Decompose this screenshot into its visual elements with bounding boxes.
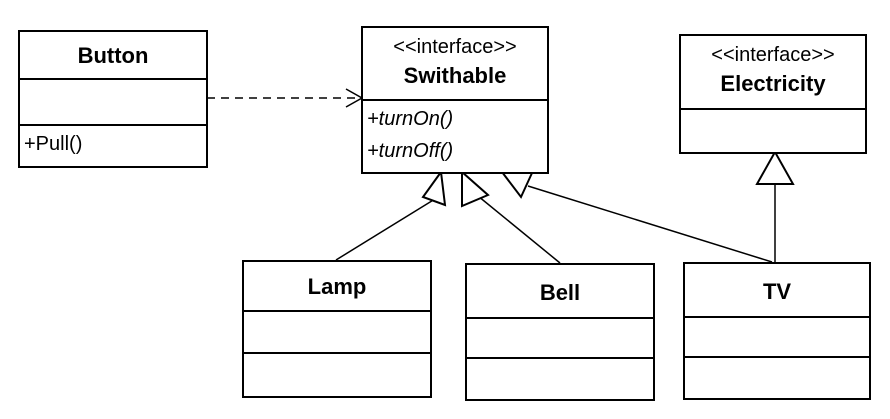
methods-section: +turnOn() +turnOff()	[363, 101, 547, 172]
stereotype-label: <<interface>>	[393, 36, 517, 58]
realization-triangle-bell	[461, 169, 490, 208]
methods-section	[681, 110, 865, 152]
attributes-section	[244, 312, 430, 354]
method-turn-off: +turnOff()	[367, 140, 454, 162]
interface-header: <<interface>> Electricity	[681, 36, 865, 110]
class-button[interactable]: Button +Pull()	[18, 30, 208, 168]
realization-line-lamp	[335, 198, 436, 261]
stereotype-label: <<interface>>	[711, 44, 835, 66]
class-name: Swithable	[403, 63, 507, 88]
attributes-section	[685, 318, 869, 358]
method-turn-on: +turnOn()	[367, 108, 454, 130]
interface-header: <<interface>> Swithable	[363, 28, 547, 101]
class-bell[interactable]: Bell	[465, 263, 655, 401]
realization-triangle-electricity	[755, 149, 795, 185]
class-tv[interactable]: TV	[683, 262, 871, 400]
methods-section	[467, 359, 653, 399]
realization-line-tv-switchable	[527, 185, 773, 263]
class-name: Lamp	[244, 262, 430, 312]
method-pull: +Pull()	[24, 133, 83, 155]
class-lamp[interactable]: Lamp	[242, 260, 432, 398]
attributes-section	[467, 319, 653, 359]
class-name: Button	[20, 32, 206, 80]
attributes-section	[20, 80, 206, 126]
interface-switchable[interactable]: <<interface>> Swithable +turnOn() +turnO…	[361, 26, 549, 174]
interface-electricity[interactable]: <<interface>> Electricity	[679, 34, 867, 154]
class-name: TV	[685, 264, 869, 318]
methods-section	[685, 358, 869, 398]
class-name: Electricity	[720, 71, 826, 96]
methods-section	[244, 354, 430, 396]
realization-triangle-tv	[499, 170, 534, 199]
class-name: Bell	[467, 265, 653, 319]
realization-line-bell	[477, 195, 561, 264]
realization-triangle-lamp	[421, 169, 447, 207]
